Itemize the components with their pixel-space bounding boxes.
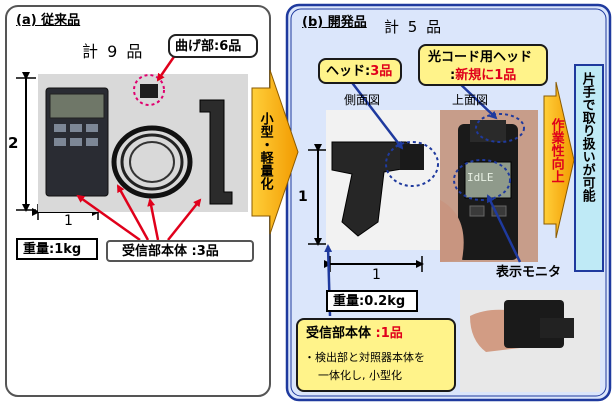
side-head-highlight	[385, 141, 439, 187]
downsize-arrow	[251, 69, 299, 235]
optical-head-line2-value: 新規に1品	[455, 68, 517, 83]
optical-head-arrow	[455, 79, 498, 120]
receiver-body-value: :1品	[375, 326, 403, 341]
head-callout-box: ヘッド:3品	[318, 58, 402, 84]
display-highlight	[453, 159, 511, 201]
conventional-receiver-box: 受信部本体 :3品	[106, 240, 254, 262]
left-dim-horizontal-label: 1	[64, 213, 73, 229]
monitor-arrow	[486, 194, 522, 263]
left-dim-vertical-label: 2	[8, 134, 19, 152]
optical-head-line1: 光コード用ヘッド	[428, 50, 533, 65]
bend-callout-box: 曲げ部:6品	[168, 34, 258, 58]
side-view-photo	[326, 110, 440, 250]
display-readout: IdLE	[467, 171, 494, 184]
one-hand-box: 片手で取り扱いが可能	[574, 64, 604, 272]
workability-label: 作業性向上	[548, 118, 564, 183]
top-head-highlight	[475, 113, 525, 143]
top-view-photo	[440, 110, 538, 262]
optical-head-line2-prefix: :	[450, 68, 456, 83]
receiver-arrow-3	[147, 198, 160, 241]
developed-dim-vertical-label: 1	[298, 189, 308, 205]
optical-head-callout-box: 光コード用ヘッド :新規に1品	[418, 44, 548, 86]
bend-part-highlight	[133, 74, 165, 106]
side-view-label: 側面図	[344, 93, 381, 107]
conventional-receiver: 受信部本体 :3品	[122, 244, 219, 259]
receiver-body-callout-box: 受信部本体 :1品 ・検出部と対照器本体を 一体化し, 小型化	[296, 318, 456, 392]
head-callout-prefix: ヘッド:	[326, 64, 371, 79]
developed-weight: 重量:0.2kg	[333, 294, 406, 309]
downsize-label: 小型・軽量化	[257, 112, 273, 190]
receiver-body-desc-line1: ・検出部と対照器本体を	[304, 351, 425, 364]
one-hand-label: 片手で取り扱いが可能	[579, 72, 595, 202]
top-view-label: 上面図	[452, 93, 489, 107]
developed-title: (b) 開発品	[302, 15, 367, 30]
conventional-count: 計 9 品	[82, 42, 145, 61]
conventional-title: (a) 従来品	[16, 13, 81, 28]
handheld-photo	[460, 290, 600, 392]
receiver-arrow-2	[116, 184, 150, 241]
workability-arrow	[543, 81, 575, 239]
developed-weight-box: 重量:0.2kg	[326, 290, 418, 312]
receiver-arrow-4	[167, 198, 202, 241]
receiver-arrow-1	[76, 194, 141, 242]
receiver-body-desc-line2: 一体化し, 小型化	[318, 369, 402, 382]
conventional-weight: 重量:1kg	[23, 242, 82, 257]
developed-count: 計 5 品	[384, 18, 444, 36]
bend-callout-text: 曲げ部:6品	[175, 39, 242, 54]
right-panel-inner-frame	[290, 8, 607, 397]
conventional-device-photo	[38, 74, 248, 212]
developed-dim-horizontal-label: 1	[372, 267, 381, 283]
monitor-label: 表示モニタ	[496, 265, 562, 280]
receiver-body-prefix: 受信部本体	[306, 326, 372, 341]
conventional-weight-box: 重量:1kg	[16, 238, 98, 260]
head-arrow	[349, 79, 404, 150]
head-callout-value: 3品	[370, 64, 393, 79]
